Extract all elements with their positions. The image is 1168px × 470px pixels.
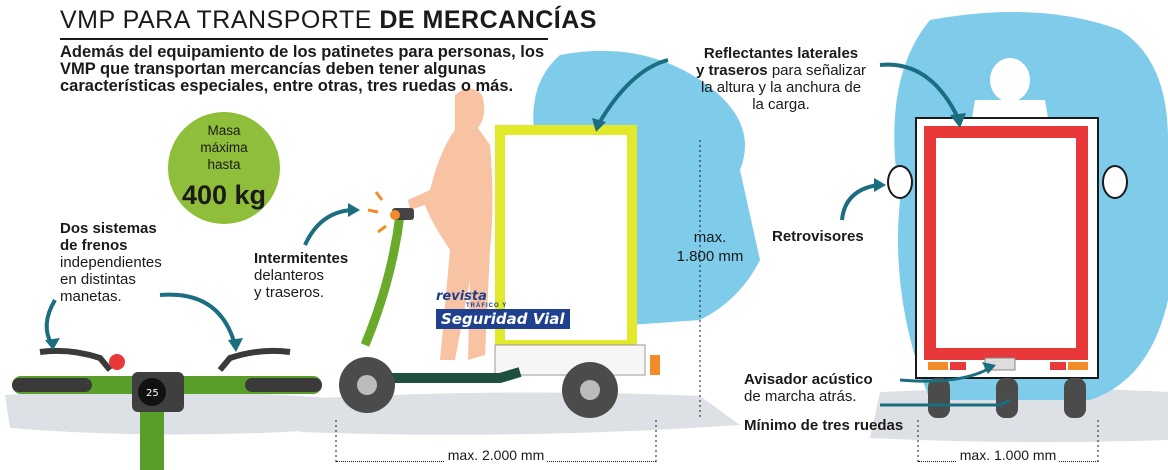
arrow-brake-left [44, 298, 57, 347]
rear-blinker-icon [650, 355, 660, 375]
handlebar-illustration: 25 [12, 347, 322, 470]
reverse-alarm-label-line2: de marcha atrás. [744, 388, 857, 405]
title-underline [60, 38, 548, 40]
mass-badge-text: Masa máxima hasta [168, 122, 280, 173]
logo-top-text: revista [436, 289, 487, 304]
mirror-left-icon [887, 165, 913, 199]
brakes-label-line5: manetas. [60, 288, 122, 305]
arrow-reflectantes [596, 58, 669, 127]
length-limit-label: max. 2.000 mm [336, 447, 656, 463]
mass-line1: Masa [207, 123, 241, 138]
revista-logo: revista TRÁFICO Y Seguridad Vial [436, 290, 612, 332]
arrow-retrovisores [840, 183, 879, 221]
intro-text: Además del equipamiento de los patinetes… [60, 43, 545, 95]
ground-shadow-left [5, 390, 330, 435]
mirror-right-icon [1102, 165, 1128, 199]
scooter-rear-illustration [887, 58, 1128, 418]
logo-main-text: Seguridad Vial [436, 309, 570, 329]
brakes-label-bold1: Dos sistemas [60, 220, 157, 237]
reflectors-label-bold1: Reflectantes laterales [703, 45, 859, 62]
reverse-alarm-label-bold: Avisador acústico [744, 371, 873, 388]
width-limit-label: max. 1.000 mm [918, 447, 1098, 463]
mass-line3: hasta [207, 157, 241, 172]
blinkers-label-line3: y traseros. [254, 284, 325, 301]
reflectors-label-line3: la altura y la anchura de [700, 79, 862, 96]
mass-line2: máxima [200, 140, 248, 155]
scooter-side-illustration [339, 88, 660, 418]
reverse-alarm-label: Avisador acústico de marcha atrás. [744, 371, 914, 405]
title-bold: DE MERCANCÍAS [379, 6, 597, 34]
page-title: VMP PARA TRANSPORTE DE MERCANCÍAS [60, 6, 597, 35]
reflectors-label: Reflectantes laterales y traseros para s… [676, 45, 886, 113]
brakes-label: Dos sistemas de frenos independientes en… [60, 220, 200, 305]
width-limit-text: max. 1.000 mm [956, 447, 1060, 463]
blinkers-label-bold: Intermitentes [254, 250, 349, 267]
title-light: VMP PARA TRANSPORTE [60, 6, 380, 34]
logo-tiny-text: TRÁFICO Y [466, 303, 508, 309]
reflectors-label-bold2: y traseros [695, 62, 768, 79]
height-limit-label: max. 1.800 mm [660, 228, 760, 266]
ground-shadow-middle [300, 392, 740, 435]
reflectors-label-rest2: para señalizar [767, 62, 867, 79]
bell-icon [109, 354, 125, 370]
arrow-brake-right [159, 292, 237, 346]
arrow-intermitentes [303, 208, 353, 246]
height-limit-line2: 1.800 mm [676, 248, 744, 265]
mirrors-label-text: Retrovisores [772, 228, 864, 245]
speed-display-value: 25 [146, 388, 159, 399]
arrow-ruedas [880, 398, 1011, 407]
mass-badge [168, 112, 280, 224]
wheels-label: Mínimo de tres ruedas [744, 417, 903, 434]
brakes-label-bold2: de frenos [60, 237, 128, 254]
blinkers-label: Intermitentes delanteros y traseros. [254, 250, 374, 301]
brakes-label-line4: en distintas [60, 271, 136, 288]
wheels-label-text: Mínimo de tres ruedas [744, 417, 904, 434]
reflectors-label-line4: la carga. [752, 96, 810, 113]
arrow-reflectantes-rear [879, 62, 960, 119]
height-limit-line1: max. [693, 229, 727, 246]
rider-silhouette [408, 88, 493, 360]
mass-value: 400 kg [181, 180, 267, 210]
brakes-label-line3: independientes [60, 254, 162, 271]
mirrors-label: Retrovisores [772, 228, 864, 245]
blinkers-label-line2: delanteros [254, 267, 325, 284]
arrow-avisador [899, 366, 991, 383]
speed-display [138, 378, 166, 406]
length-limit-text: max. 2.000 mm [444, 447, 548, 463]
front-blinker-icon [390, 210, 400, 220]
